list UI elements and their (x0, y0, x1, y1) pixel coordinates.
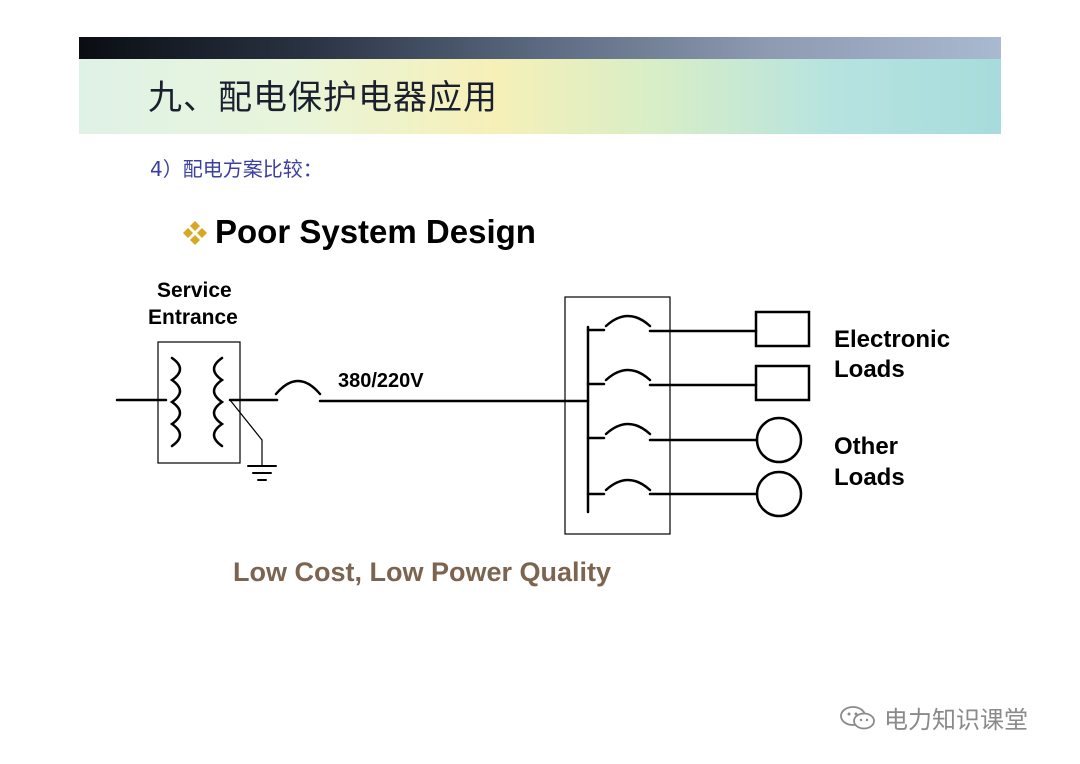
voltage-label: 380/220V (338, 370, 424, 392)
slide-title: 九、配电保护电器应用 (148, 78, 498, 118)
service-entrance-label-2: Entrance (148, 306, 238, 329)
branch-3-breaker (604, 422, 652, 436)
transformer-secondary-coil (212, 356, 225, 448)
ground-lead (229, 399, 263, 441)
wechat-icon (840, 705, 875, 729)
diamond-cluster-icon (183, 221, 207, 245)
section-heading: Poor System Design (215, 213, 536, 250)
electronic-load-1 (754, 310, 811, 348)
title-banner-strip (79, 37, 1001, 59)
transformer-primary-coil (169, 356, 182, 448)
electronic-load-2 (754, 364, 811, 402)
service-entrance-box (157, 341, 241, 464)
main-breaker (274, 379, 322, 396)
other-loads-label-1: Other (834, 433, 899, 460)
watermark: 电力知识课堂 (838, 700, 1028, 735)
subtitle: 4）配电方案比较： (150, 157, 323, 181)
electronic-loads-label-1: Electronic (834, 326, 951, 353)
electronic-loads-label-2: Loads (834, 356, 905, 383)
caption: Low Cost, Low Power Quality (233, 557, 612, 587)
branch-1-breaker (604, 314, 652, 328)
other-loads-label-2: Loads (834, 464, 905, 491)
service-entrance-label-1: Service (157, 279, 232, 302)
watermark-text: 电力知识课堂 (884, 706, 1028, 734)
panel-box (564, 296, 671, 535)
other-load-2 (755, 470, 803, 518)
other-load-1 (755, 416, 803, 464)
branch-4-breaker (604, 478, 652, 492)
branch-2-breaker (604, 368, 652, 382)
